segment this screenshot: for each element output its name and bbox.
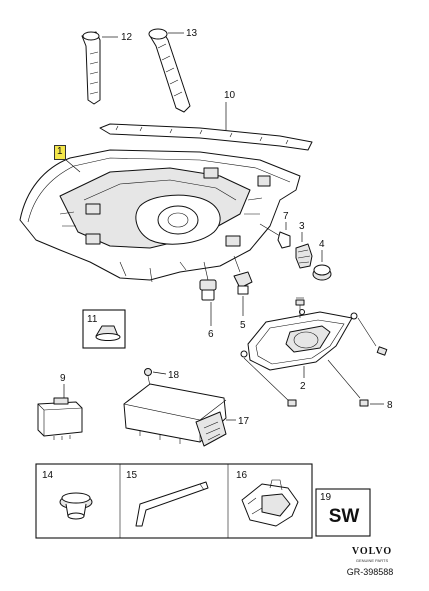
callout-4: 4 bbox=[319, 239, 325, 250]
trim-strip-icon bbox=[99, 123, 313, 151]
callout-16: 16 bbox=[236, 470, 248, 481]
callout-8: 8 bbox=[387, 400, 393, 411]
control-module-icon bbox=[123, 383, 227, 447]
callout-17: 17 bbox=[238, 416, 250, 427]
cap-icon bbox=[312, 264, 332, 281]
bracket-icon bbox=[241, 479, 299, 527]
small-bulb-icon bbox=[259, 223, 291, 249]
sw-box bbox=[315, 488, 371, 537]
headlamp-assembly-icon bbox=[19, 149, 301, 283]
adjuster-rod-diagonal-icon bbox=[148, 28, 191, 113]
adjuster-rod-icon bbox=[81, 31, 101, 105]
highlighted-callout-box bbox=[54, 145, 66, 160]
reference-code: GR-398588 bbox=[346, 567, 394, 577]
screw-icon bbox=[243, 297, 388, 407]
connector-icon bbox=[37, 397, 83, 440]
callout-3: 3 bbox=[299, 221, 305, 232]
volvo-logo: VOLVO bbox=[351, 546, 393, 557]
callout-19: 19 bbox=[320, 492, 332, 503]
genuine-parts-subtitle: GENUINE PARTS bbox=[355, 558, 389, 563]
clip-icon bbox=[95, 325, 121, 341]
allen-key-icon bbox=[135, 481, 209, 527]
callout-15: 15 bbox=[126, 470, 138, 481]
bulb-icon bbox=[233, 255, 253, 295]
bulb-socket-icon bbox=[199, 261, 217, 301]
callout-13: 13 bbox=[186, 28, 198, 39]
callout-18: 18 bbox=[168, 370, 180, 381]
callout-11: 11 bbox=[87, 314, 98, 325]
callout-1: 1 bbox=[57, 146, 63, 157]
callout-14: 14 bbox=[42, 470, 54, 481]
callout-6: 6 bbox=[208, 329, 214, 340]
bulb-3-icon bbox=[295, 243, 313, 269]
module-screw-icon bbox=[144, 368, 152, 387]
fog-lamp-icon bbox=[240, 309, 358, 371]
callout-10: 10 bbox=[224, 90, 236, 101]
callout-7: 7 bbox=[283, 211, 289, 222]
sw-label: SW bbox=[328, 506, 360, 527]
grommet-icon bbox=[59, 492, 93, 520]
callout-2: 2 bbox=[300, 381, 306, 392]
callout-9: 9 bbox=[60, 373, 66, 384]
callout-5: 5 bbox=[240, 320, 246, 331]
callout-12: 12 bbox=[121, 32, 133, 43]
